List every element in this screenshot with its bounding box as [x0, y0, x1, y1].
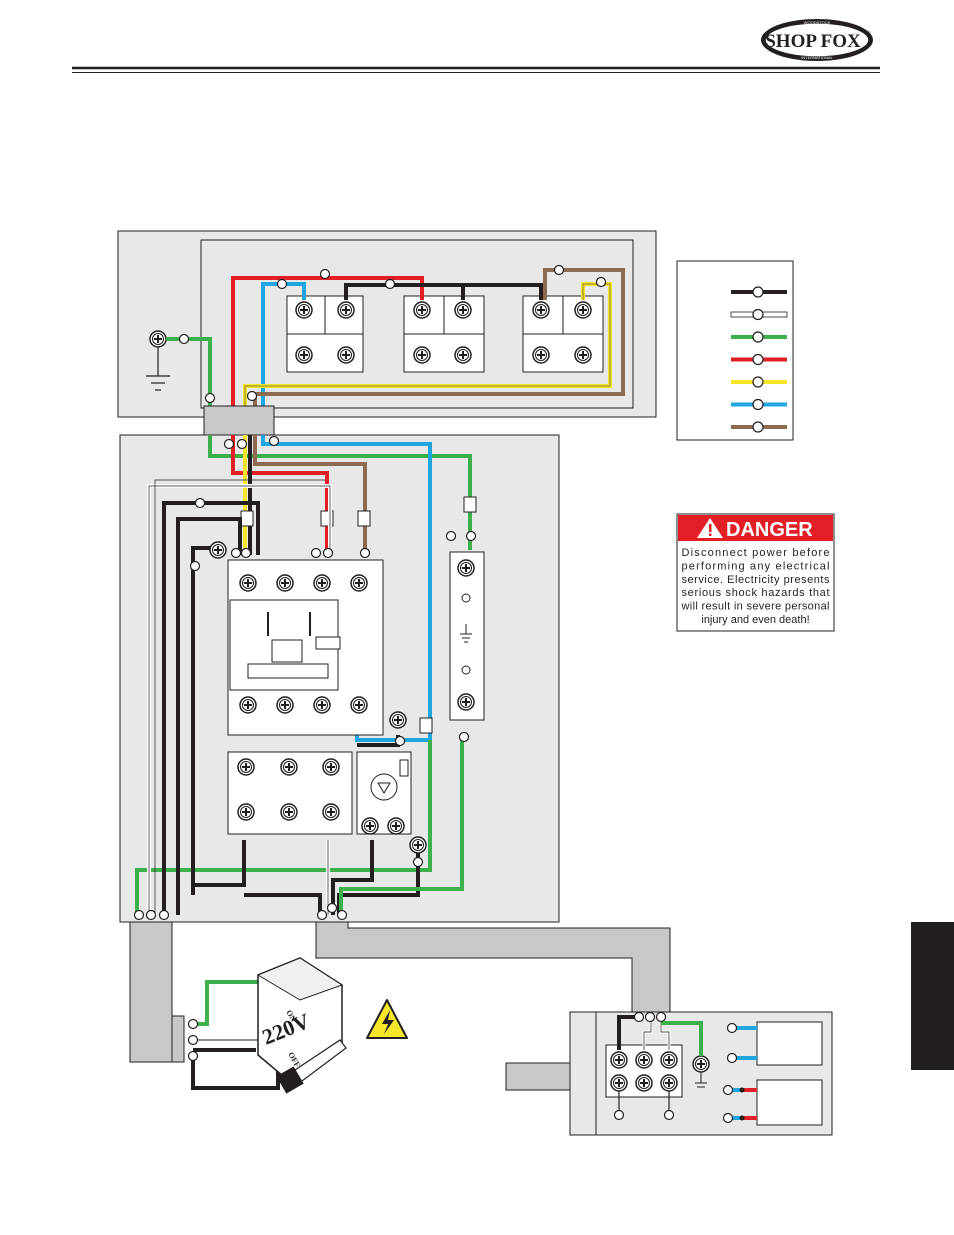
danger-text-line: service. Electricity presents	[682, 574, 831, 586]
danger-text-line: performing any electrical	[682, 560, 830, 572]
legend-node	[753, 377, 763, 387]
danger-text-line: injury and even death!	[701, 614, 809, 626]
magnetic-contactor	[210, 542, 406, 735]
danger-text-line: serious shock hazards that	[682, 587, 830, 599]
motor-terminal-block-1	[287, 296, 363, 372]
legend-node	[753, 422, 763, 432]
control-box	[120, 435, 559, 922]
danger-title: DANGER	[726, 519, 813, 541]
wire-color-legend	[677, 261, 793, 440]
section-side-tab	[911, 922, 954, 1070]
logo-text: SHOP FOX	[765, 31, 861, 52]
header: SHOP FOX ® WOODSTOCK INTERNATIONAL	[72, 19, 880, 73]
cable-strain-relief	[204, 406, 274, 435]
motor-junction-box	[118, 231, 656, 417]
power-switch: 220V ON OFF	[189, 958, 347, 1094]
logo-bottom-arc: INTERNATIONAL	[801, 55, 833, 60]
ground-bar	[450, 552, 484, 720]
legend-node	[753, 355, 763, 365]
motor-terminal-block-3	[523, 296, 603, 372]
electrical-hazard-icon	[367, 1000, 407, 1038]
power-cord-conduit	[130, 922, 172, 1062]
danger-text-line: Disconnect power before	[682, 547, 830, 559]
danger-warning: DANGER Disconnect power beforeperforming…	[677, 514, 834, 631]
shop-fox-logo: SHOP FOX ® WOODSTOCK INTERNATIONAL	[761, 19, 873, 61]
danger-text-line: will result in severe personal	[681, 601, 830, 613]
motor-junction	[570, 1012, 832, 1135]
motor-conduit	[316, 922, 670, 1012]
legend-node	[753, 287, 763, 297]
logo-top-arc: WOODSTOCK	[804, 20, 831, 25]
legend-node	[753, 310, 763, 320]
logo-registered: ®	[866, 30, 871, 37]
legend-node	[753, 400, 763, 410]
motor-cord-stub	[506, 1063, 570, 1090]
legend-node	[753, 332, 763, 342]
motor-terminal-block-2	[404, 296, 484, 372]
